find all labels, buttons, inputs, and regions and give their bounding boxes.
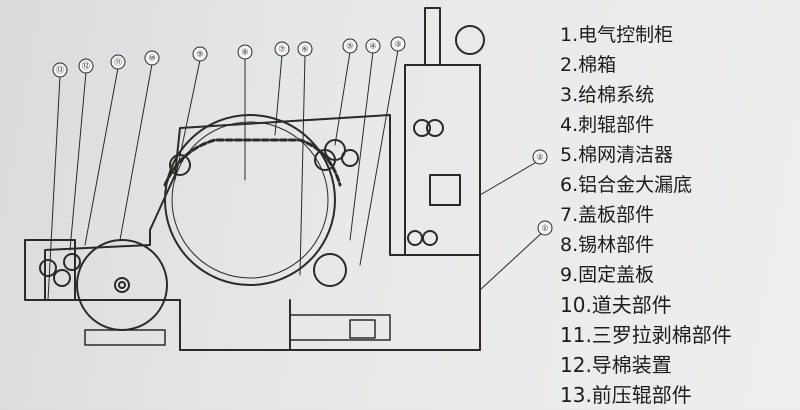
- stripper-roller-1: [63, 253, 81, 271]
- feed-roll-4: [422, 230, 438, 246]
- feed-box-inner: [429, 174, 461, 206]
- leader-5: [334, 51, 351, 146]
- doffer-hub: [114, 277, 130, 293]
- legend-item-8: 8.锡林部件: [560, 234, 655, 256]
- callout-marker-10: [144, 50, 160, 66]
- callout-3: ③: [394, 40, 401, 49]
- leader-2: [479, 159, 541, 196]
- chute-top: [424, 7, 441, 66]
- callout-10: ⑩: [148, 54, 155, 63]
- leader-7: [274, 54, 283, 136]
- doffer: [76, 239, 168, 331]
- leader-10: [119, 63, 153, 241]
- legend-item-11: 11.三罗拉剥棉部件: [560, 323, 732, 347]
- callout-marker-4: [365, 38, 381, 54]
- callout-marker-5: [342, 38, 358, 54]
- feed-roll-2: [426, 119, 444, 137]
- chute-fan: [455, 25, 485, 55]
- lower-panel-right: [289, 314, 391, 341]
- leader-3: [359, 49, 399, 266]
- parts-legend: 1.电气控制柜 2.棉箱 3.给棉系统 4.刺辊部件 5.棉网清洁器 6.铝合金…: [560, 20, 795, 410]
- legend-item-13: 13.前压辊部件: [560, 383, 692, 407]
- legend-item-10: 10.道夫部件: [560, 293, 672, 317]
- leader-11: [84, 67, 119, 246]
- leader-1: [479, 229, 546, 291]
- leader-9: [174, 59, 201, 181]
- callout-marker-6: [297, 41, 313, 57]
- callout-11: ⑪: [114, 58, 122, 67]
- callout-12: ⑫: [82, 62, 90, 71]
- carding-machine-diagram: ⑬ ⑫ ⑪ ⑩ ⑨ ⑧ ⑦ ⑥ ⑤ ④ ③ ② ①: [24, 7, 553, 351]
- web-cleaner-2: [341, 149, 359, 167]
- legend-item-12: 12.导棉装置: [560, 353, 672, 377]
- callout-5: ⑤: [346, 42, 353, 51]
- callout-marker-2: [532, 149, 548, 165]
- cylinder-inner: [171, 121, 329, 279]
- flats-belt: [163, 138, 342, 187]
- callout-marker-1: [537, 220, 553, 236]
- callout-marker-13: [52, 62, 68, 78]
- chute-box: [404, 64, 481, 256]
- legend-item-1: 1.电气控制柜: [560, 24, 674, 46]
- callout-marker-9: [192, 46, 208, 62]
- leader-13: [47, 75, 61, 301]
- lower-panel-box: [349, 319, 376, 339]
- callout-8: ⑧: [241, 48, 248, 57]
- leader-12: [69, 71, 87, 251]
- callout-marker-3: [390, 36, 406, 52]
- leader-6: [299, 54, 306, 276]
- legend-item-6: 6.铝合金大漏底: [560, 174, 693, 196]
- callout-1: ①: [541, 224, 548, 233]
- legend-item-7: 7.盖板部件: [560, 204, 655, 226]
- web-cleaner: [324, 139, 346, 161]
- stripper-roller-2: [53, 269, 71, 287]
- licker-in: [313, 253, 347, 287]
- stripper-roller-3: [39, 259, 57, 277]
- legend-item-9: 9.固定盖板: [560, 264, 655, 286]
- callout-9: ⑨: [196, 50, 203, 59]
- callout-7: ⑦: [278, 45, 285, 54]
- callout-marker-11: [110, 54, 126, 70]
- feed-roll-3: [407, 230, 423, 246]
- leader-4: [349, 51, 374, 241]
- legend-item-5: 5.棉网清洁器: [560, 144, 674, 166]
- callout-13: ⑬: [56, 66, 64, 75]
- front-press-unit: [24, 239, 76, 301]
- callout-marker-12: [78, 58, 94, 74]
- callout-6: ⑥: [301, 45, 308, 54]
- machine-frame: [44, 114, 481, 351]
- callout-marker-7: [274, 41, 290, 57]
- callout-marker-8: [237, 44, 253, 60]
- callout-2: ②: [536, 153, 543, 162]
- feed-roll-1: [413, 119, 431, 137]
- legend-item-3: 3.给棉系统: [560, 84, 655, 106]
- lower-panel-left: [84, 329, 166, 346]
- doffer-hub-inner: [118, 281, 126, 289]
- legend-item-4: 4.刺辊部件: [560, 114, 655, 136]
- callout-4: ④: [369, 42, 376, 51]
- legend-item-2: 2.棉箱: [560, 54, 617, 76]
- cylinder: [164, 114, 336, 286]
